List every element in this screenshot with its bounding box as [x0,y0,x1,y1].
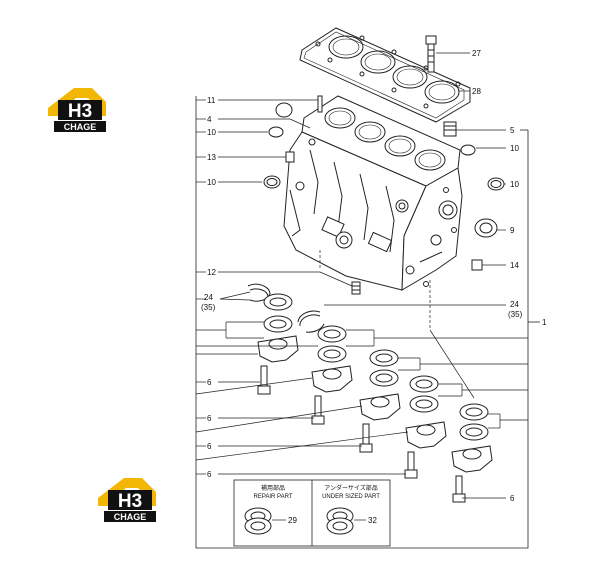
main-bearing-cap-4 [405,421,447,449]
h3-chage-logo: H3 CHAGE [48,88,106,132]
cap-bolt-1 [257,365,271,395]
jet-12-icon [351,281,361,295]
callout-14: 14 [510,261,519,270]
callout-29: 29 [288,516,297,525]
logo-main-text: H3 [68,101,92,122]
callout-10-b: 10 [207,178,216,187]
callout-6-c: 6 [207,442,212,451]
callout-11: 11 [207,96,216,105]
main-bearing-shell-2 [317,325,347,363]
main-bearing-cap-3 [359,393,401,421]
callout-10-c: 10 [510,144,519,153]
callout-10-a: 10 [207,128,216,137]
cap-bolt-2 [311,395,325,425]
plug-10a-icon [275,102,293,118]
callout-6-a: 6 [207,378,212,387]
callout-9: 9 [510,226,515,235]
main-bearing-shell-1 [263,293,293,333]
main-bearing-cap-5 [451,445,493,473]
callout-6-d: 6 [207,470,212,479]
callout-27: 27 [472,49,481,58]
main-bearing-cap-2 [311,365,353,393]
callout-4: 4 [207,115,212,124]
main-bearing-caps [257,293,493,503]
callout-35-right: (35) [508,310,523,319]
callout-10-d: 10 [510,180,519,189]
cap-bolt-3 [359,423,373,453]
plug-10b-icon [268,126,284,138]
callout-24-right: 24 [510,300,519,309]
callout-28: 28 [472,87,481,96]
callout-6-e: 6 [510,494,515,503]
diagram-frame [195,96,540,549]
plug-5-icon [443,121,457,137]
cylinder-block [283,95,463,291]
callout-1: 1 [542,318,547,327]
block-small-parts [263,95,505,295]
main-bearing-shell-4 [409,375,439,413]
pin-11-icon [317,95,323,113]
dowel-bolt-27 [425,35,437,73]
cap-bolt-4 [404,451,418,479]
callout-labels: 27 28 11 4 10 13 10 5 10 10 9 14 12 24 (… [201,49,547,503]
callout-12: 12 [207,268,216,277]
head-gasket [299,27,471,123]
logo-sub-text: CHAGE [114,512,147,522]
callout-32: 32 [368,516,377,525]
callout-5: 5 [510,126,515,135]
plug-10d-icon [460,144,476,156]
logo-main-text: H3 [118,491,142,512]
repair-part-en-label: REPAIR PART [253,494,292,500]
main-bearing-shell-3 [369,349,399,387]
cap-bolt-5 [452,475,466,503]
leader-lines [195,52,528,499]
parts-inset-box: 補用部品 REPAIR PART 29 アンダーサイズ部品 UNDER SIZE… [233,479,391,547]
h3-chage-logo-bottom: H3 CHAGE [98,478,156,522]
undersized-part-jp-label: アンダーサイズ部品 [324,484,377,492]
callout-13: 13 [207,153,216,162]
callout-24-left: 24 [204,293,213,302]
callout-6-b: 6 [207,414,212,423]
callout-35-left: (35) [201,303,216,312]
repair-part-jp-label: 補用部品 [261,484,285,492]
plug-13-icon [285,151,295,163]
logo-sub-text: CHAGE [64,122,97,132]
main-bearing-cap-1 [257,335,299,363]
plug-14-icon [471,259,483,271]
undersized-part-en-label: UNDER SIZED PART [322,494,380,500]
thrust-washers [247,283,325,333]
main-bearing-shell-5 [459,403,489,441]
